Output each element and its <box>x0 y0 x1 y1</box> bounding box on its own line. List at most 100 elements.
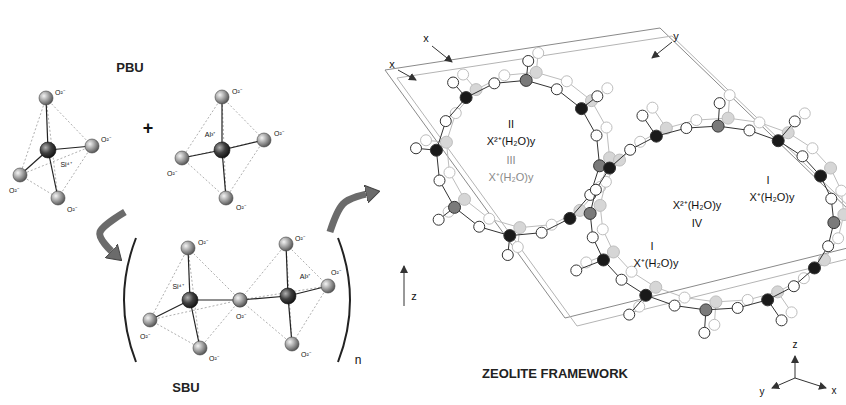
tetrahedral-site <box>597 254 609 266</box>
oxygen-atom <box>233 293 247 307</box>
oxygen-atom <box>39 91 53 105</box>
tetrahedron-edge <box>286 244 328 286</box>
framework <box>385 28 846 388</box>
tetrahedral-site <box>828 217 840 229</box>
tetrahedral-site <box>530 66 542 78</box>
oxygen-site <box>691 115 702 126</box>
framework-ring <box>571 98 840 339</box>
oxygen-atom <box>175 151 189 165</box>
process-arrow <box>330 194 366 232</box>
tetrahedral-site <box>825 162 837 174</box>
tetrahedral-site <box>762 294 774 306</box>
framework-ring <box>411 55 606 260</box>
oxygen-site <box>571 265 582 276</box>
oxygen-site <box>601 122 612 133</box>
atom-label: O²⁻ <box>236 204 246 211</box>
atom-label: O²⁻ <box>301 351 311 358</box>
cation-site-label: I <box>650 241 653 252</box>
oxygen-site <box>561 76 572 87</box>
oxygen-site <box>699 327 710 338</box>
tetrahedral-cation <box>182 292 198 308</box>
oxygen-site <box>434 175 445 186</box>
cation-site-label: X⁺(H₂O)y <box>750 192 795 203</box>
tetrahedron-edge <box>46 98 92 146</box>
oxygen-site <box>489 78 500 89</box>
oxygen-site <box>474 221 485 232</box>
axis-label: y <box>673 31 679 42</box>
tetrahedral-site <box>504 230 516 242</box>
tetrahedron-edge <box>182 140 264 158</box>
oxygen-site <box>433 214 444 225</box>
oxygen-atom <box>257 133 271 147</box>
tetrahedral-site <box>440 136 452 148</box>
tetrahedral-site <box>470 84 482 96</box>
plus-sign: + <box>143 119 154 137</box>
tetrahedral-site <box>520 74 532 86</box>
oxygen-site <box>823 241 834 252</box>
tetrahedron-edge <box>58 146 92 198</box>
oxygen-atom <box>85 139 99 153</box>
atom-label: O²⁻ <box>167 170 177 177</box>
axis-label: x <box>423 33 429 44</box>
oxygen-site <box>484 213 495 224</box>
oxygen-site <box>788 281 799 292</box>
tetrahedral-site <box>564 212 576 224</box>
part-heading: PBU <box>116 61 143 76</box>
tetrahedron <box>143 241 247 355</box>
oxygen-site <box>602 83 613 94</box>
atom-label: O²⁻ <box>274 130 284 137</box>
oxygen-atom <box>181 241 195 255</box>
diagram-part: ZEOLITE FRAMEWORK <box>378 18 842 398</box>
atom-label: O²⁻ <box>198 239 208 246</box>
tetrahedral-site <box>772 135 784 147</box>
oxygen-site <box>536 227 547 238</box>
tetrahedra <box>13 90 335 355</box>
tetrahedral-site <box>710 296 722 308</box>
unit-cell-outline <box>385 28 846 318</box>
atom-label: O²⁻ <box>295 235 305 242</box>
tetrahedral-cation <box>280 288 296 304</box>
oxygen-site <box>616 274 627 285</box>
oxygen-site <box>591 130 602 141</box>
oxygen-site <box>799 108 810 119</box>
tetrahedral-site <box>604 162 616 174</box>
axis-arrow <box>795 378 826 388</box>
framework-back-layer <box>581 90 846 331</box>
tetrahedral-site <box>640 289 652 301</box>
oxygen-site <box>499 70 510 81</box>
cation-site-label: X⁺(H₂O)y <box>489 172 534 183</box>
oxygen-atom <box>233 293 247 307</box>
unit-cell-outline <box>397 36 846 326</box>
oxygen-site <box>754 117 765 128</box>
oxygen-site <box>681 123 692 134</box>
oxygen-site <box>421 135 432 146</box>
tetrahedral-site <box>594 199 606 211</box>
oxygen-site <box>587 232 598 243</box>
atom-label: O²⁻ <box>67 206 77 213</box>
atom-label: O²⁻ <box>140 333 150 340</box>
axis-arrow <box>772 378 795 388</box>
oxygen-site <box>551 84 562 95</box>
tetrahedral-site <box>650 130 662 142</box>
oxygen-site <box>709 319 720 330</box>
framework-back-layer <box>421 47 616 252</box>
oxygen-site <box>669 300 680 311</box>
tetrahedron <box>13 91 99 205</box>
atom-label: O²⁻ <box>331 269 341 276</box>
oxygen-site <box>458 69 469 80</box>
oxygen-site <box>625 144 636 155</box>
axis-label: x <box>832 386 837 396</box>
oxygen-atom <box>279 237 293 251</box>
tetrahedral-site <box>584 207 596 219</box>
oxygen-site <box>637 110 648 121</box>
oxygen-site <box>826 193 837 204</box>
tetrahedral-site <box>700 304 712 316</box>
cation-site-label: II <box>508 119 514 130</box>
tetrahedron-edge <box>222 97 264 140</box>
oxygen-site <box>635 136 646 147</box>
oxygen-site <box>807 143 818 154</box>
oxygen-site <box>776 315 787 326</box>
diagram-part: PBU <box>5 58 280 212</box>
oxygen-site <box>546 219 557 230</box>
